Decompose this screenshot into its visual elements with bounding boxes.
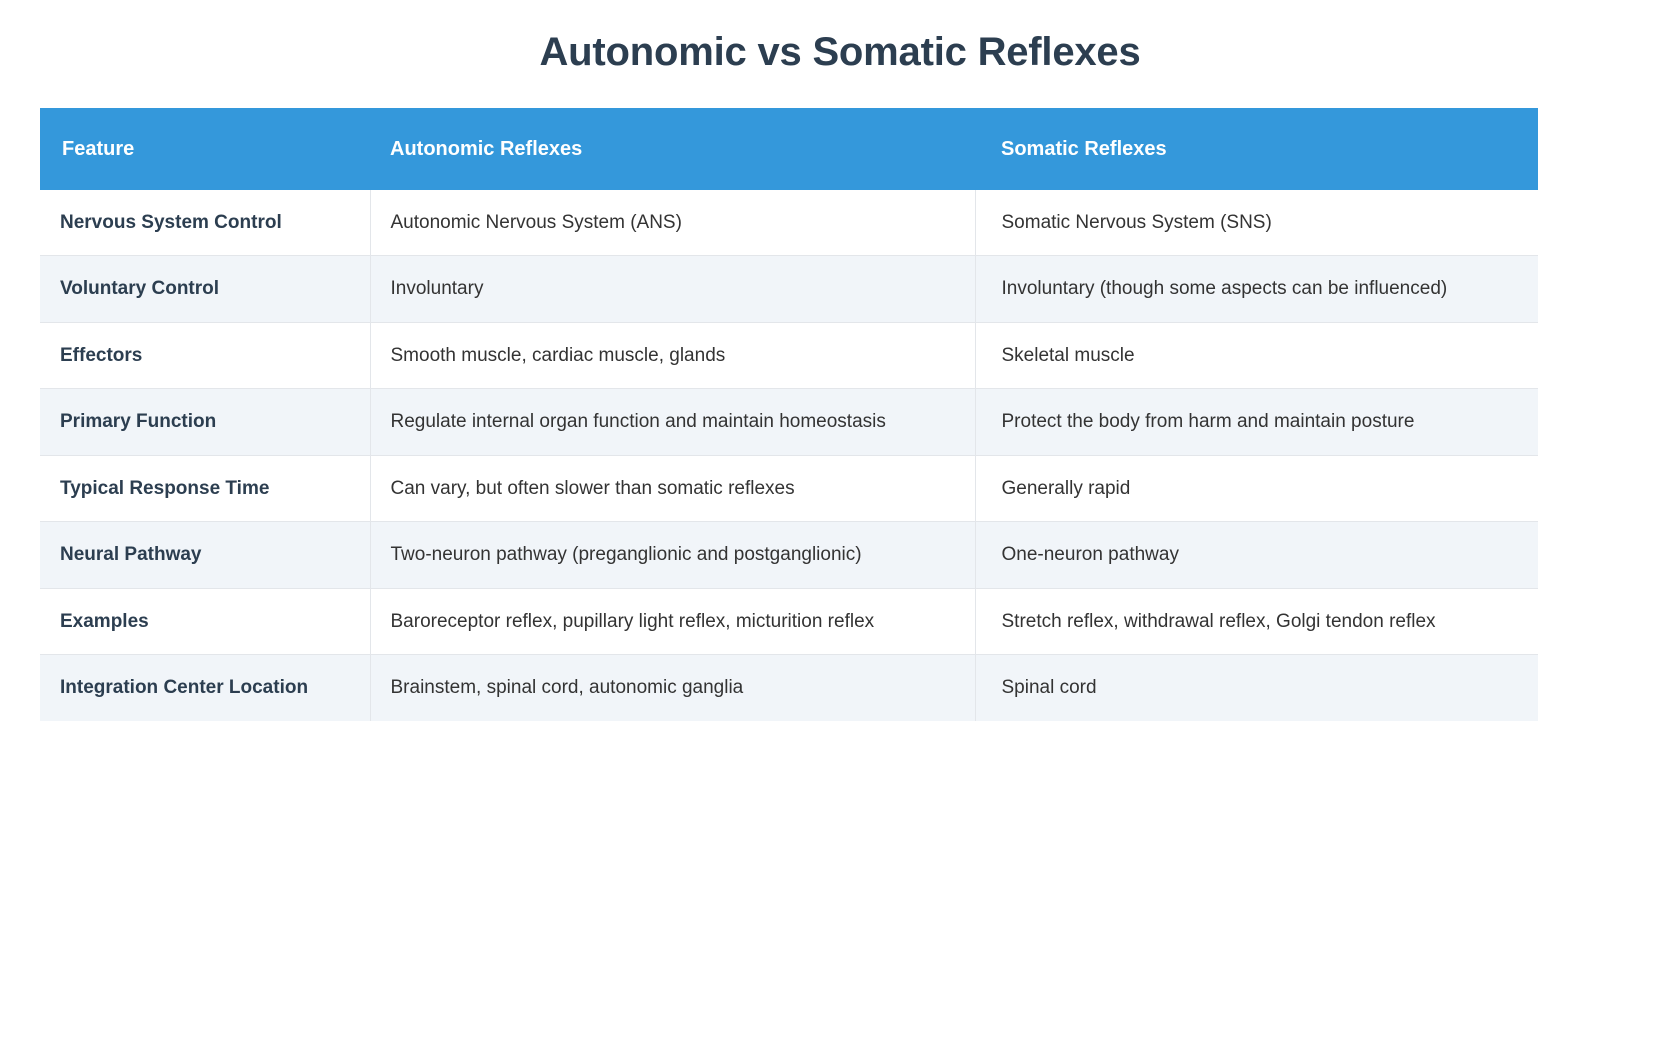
cell-somatic: Somatic Nervous System (SNS) [975, 190, 1538, 257]
table-header-row: Feature Autonomic Reflexes Somatic Refle… [40, 108, 1538, 190]
cell-feature: Voluntary Control [40, 255, 371, 323]
cell-feature: Primary Function [40, 388, 371, 456]
cell-feature: Examples [40, 588, 371, 656]
cell-feature: Integration Center Location [40, 654, 371, 721]
table-row: Nervous System Control Autonomic Nervous… [40, 190, 1538, 257]
table-body: Nervous System Control Autonomic Nervous… [40, 190, 1538, 721]
table-header: Feature Autonomic Reflexes Somatic Refle… [40, 108, 1538, 190]
cell-somatic: Involuntary (though some aspects can be … [975, 255, 1538, 323]
column-header-feature[interactable]: Feature [40, 108, 370, 190]
comparison-table: Feature Autonomic Reflexes Somatic Refle… [40, 108, 1538, 721]
table-row: Examples Baroreceptor reflex, pupillary … [40, 588, 1538, 656]
cell-autonomic: Autonomic Nervous System (ANS) [370, 190, 976, 257]
cell-feature: Neural Pathway [40, 521, 371, 589]
cell-autonomic: Brainstem, spinal cord, autonomic gangli… [370, 654, 976, 721]
table-row: Integration Center Location Brainstem, s… [40, 654, 1538, 721]
cell-somatic: Spinal cord [1001, 677, 1097, 699]
table-row: Primary Function Regulate internal organ… [40, 388, 1538, 456]
table-row: Voluntary Control Involuntary Involuntar… [40, 255, 1538, 323]
cell-somatic: Generally rapid [975, 455, 1538, 523]
cell-autonomic: Two-neuron pathway (preganglionic and po… [370, 521, 976, 589]
cell-autonomic: Baroreceptor reflex, pupillary light ref… [370, 588, 976, 656]
cell-somatic: Stretch reflex, withdrawal reflex, Golgi… [975, 588, 1538, 656]
cell-autonomic: Regulate internal organ function and mai… [370, 388, 976, 456]
table-row: Typical Response Time Can vary, but ofte… [40, 455, 1538, 523]
cell-autonomic: Involuntary [370, 255, 976, 323]
cell-autonomic: Can vary, but often slower than somatic … [370, 455, 976, 523]
cell-feature: Typical Response Time [40, 455, 371, 523]
cell-autonomic: Smooth muscle, cardiac muscle, glands [370, 322, 976, 390]
cell-feature: Nervous System Control [40, 190, 371, 257]
table-row: Neural Pathway Two-neuron pathway (prega… [40, 521, 1538, 589]
comparison-table-container: Feature Autonomic Reflexes Somatic Refle… [40, 108, 1538, 721]
cell-somatic: Skeletal muscle [975, 322, 1538, 390]
column-header-autonomic-reflexes[interactable]: Autonomic Reflexes [370, 108, 975, 190]
table-row: Effectors Smooth muscle, cardiac muscle,… [40, 322, 1538, 390]
cell-somatic: Protect the body from harm and maintain … [975, 388, 1538, 456]
cell-feature: Effectors [40, 322, 371, 390]
cell-somatic: One-neuron pathway [975, 521, 1538, 589]
page-title: Autonomic vs Somatic Reflexes [539, 30, 1141, 74]
column-header-somatic-reflexes[interactable]: Somatic Reflexes [975, 108, 1538, 190]
